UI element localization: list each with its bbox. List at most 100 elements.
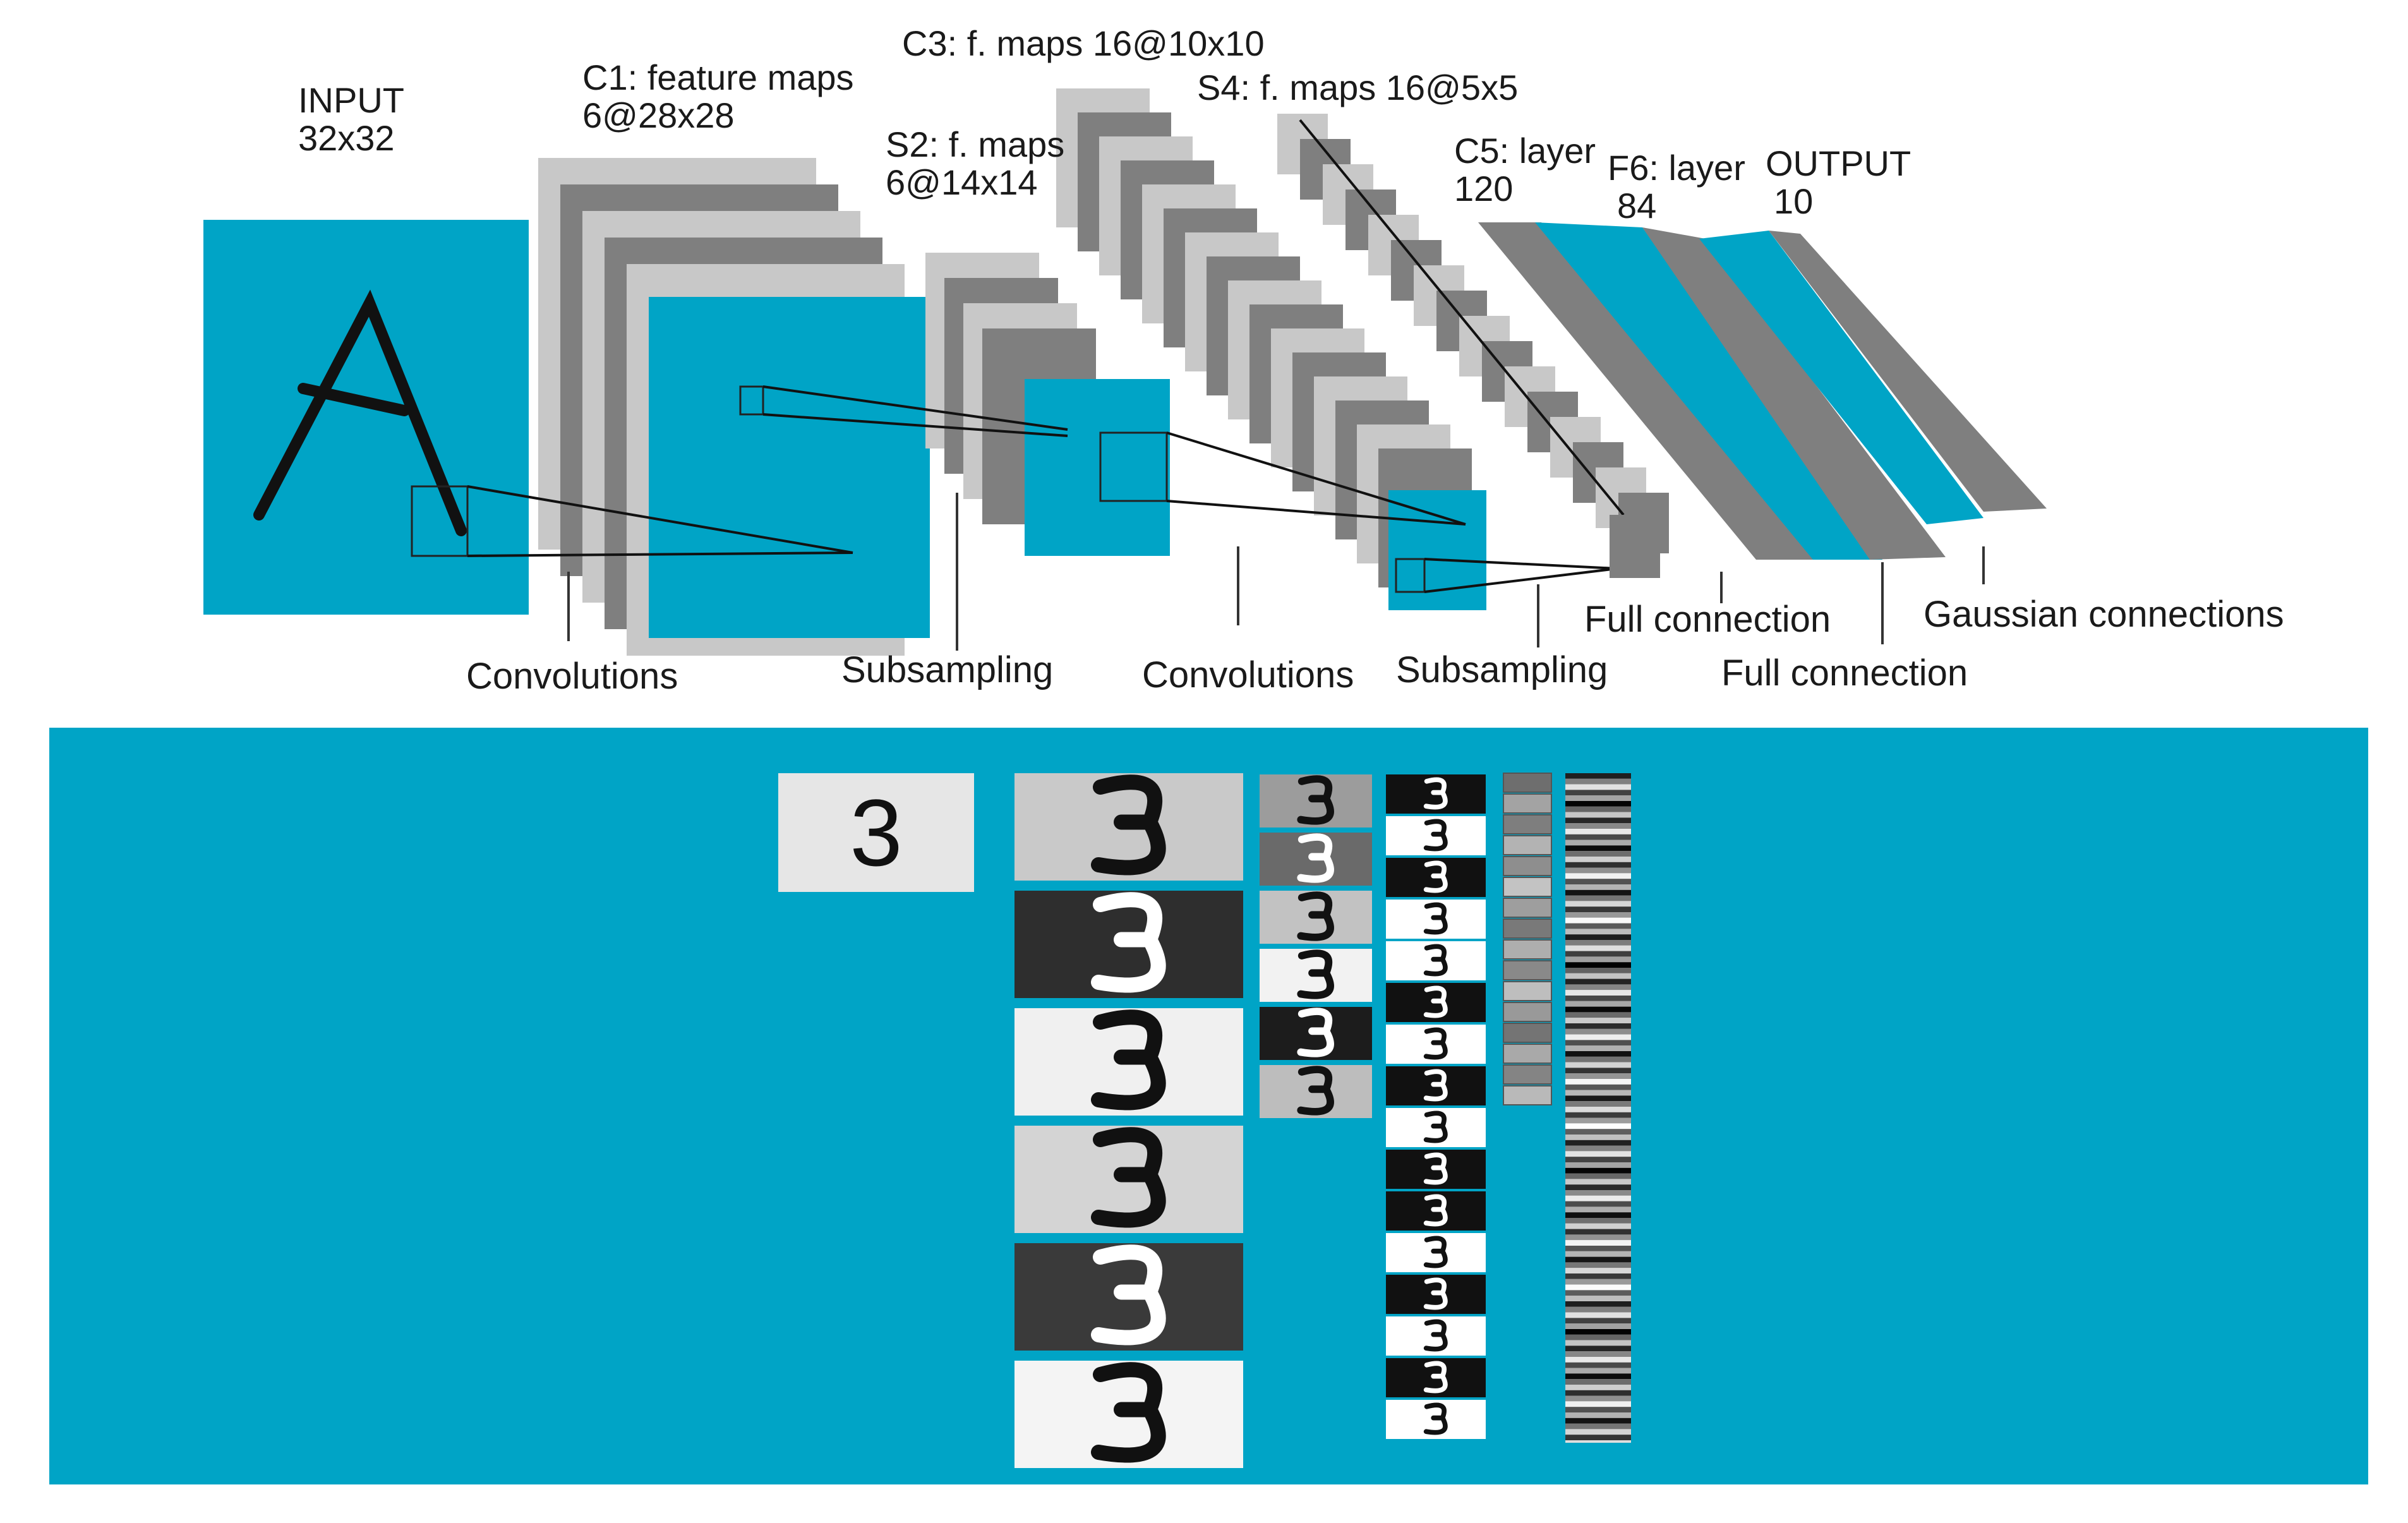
viz-c5-row [1565, 1323, 1631, 1329]
f6-label: F6: layer [1608, 148, 1745, 188]
viz-c5-row [1565, 889, 1631, 896]
digit-glyph [1091, 892, 1166, 993]
c1-size-label: 6@28x28 [582, 95, 735, 135]
viz-s4-tile [1503, 1044, 1552, 1064]
viz-c5-row [1565, 1229, 1631, 1235]
digit-glyph [1423, 1361, 1448, 1394]
op-subsampling-2: Subsampling [1396, 649, 1608, 690]
viz-c5-row [1565, 1418, 1631, 1424]
digit-glyph [1297, 949, 1334, 999]
viz-c5-row [1565, 906, 1631, 912]
input-size-label: 32x32 [298, 118, 395, 158]
viz-c5-row [1565, 1284, 1631, 1291]
layer-labels: INPUT 32x32 C1: feature maps 6@28x28 S2:… [298, 23, 1911, 226]
viz-c5-row [1565, 851, 1631, 857]
op-full-connection-2: Full connection [1721, 653, 1968, 694]
c3-receptive-field [1395, 558, 1426, 593]
f6-size-label: 84 [1617, 186, 1656, 226]
viz-c5-row [1565, 1395, 1631, 1402]
viz-s4-tile [1503, 981, 1552, 1001]
viz-c5-row [1565, 1079, 1631, 1085]
connection-lines [467, 119, 1625, 593]
c1-label: C1: feature maps [582, 57, 854, 97]
viz-c5-row [1565, 1435, 1631, 1440]
viz-s4-tile [1503, 939, 1552, 960]
viz-c5-row [1565, 773, 1631, 779]
viz-c5-row [1565, 1340, 1631, 1346]
op-convolutions-2: Convolutions [1142, 654, 1354, 695]
viz-c5-row [1565, 1345, 1631, 1352]
viz-c5-row [1565, 867, 1631, 874]
viz-c5-row [1565, 1140, 1631, 1146]
viz-c5-row [1565, 1290, 1631, 1296]
viz-s4-tile [1503, 960, 1552, 980]
digit-glyph [1423, 1402, 1448, 1435]
viz-c5-row [1565, 1023, 1631, 1029]
viz-c5-row [1565, 1218, 1631, 1224]
digit-glyph [1423, 819, 1448, 852]
c5-size-label: 120 [1454, 169, 1513, 208]
viz-c5-row [1565, 1195, 1631, 1201]
digit-glyph [1091, 774, 1166, 876]
viz-c5-row [1565, 1279, 1631, 1285]
viz-c5-row [1565, 1223, 1631, 1229]
viz-c5-row [1565, 1268, 1631, 1273]
viz-c5-row [1565, 1240, 1631, 1246]
viz-c5-row [1565, 1429, 1631, 1435]
input-glyph-a [253, 289, 467, 536]
viz-c5-row [1565, 1117, 1631, 1124]
viz-c5-row [1565, 973, 1631, 979]
viz-c5-row [1565, 1051, 1631, 1057]
viz-c5-row [1565, 845, 1631, 852]
viz-c5-row [1565, 1112, 1631, 1118]
digit-glyph [1423, 1069, 1448, 1102]
viz-c5-row [1565, 1207, 1631, 1213]
viz-s4-tile [1503, 1023, 1552, 1043]
digit-glyph [1423, 902, 1448, 935]
viz-c5-row [1565, 1162, 1631, 1168]
viz-c5-row [1565, 1018, 1631, 1023]
viz-c5-row [1565, 1251, 1631, 1257]
viz-s4-tile [1503, 773, 1552, 793]
viz-s4-tile [1503, 856, 1552, 876]
viz-c5-row [1565, 801, 1631, 807]
viz-s4-tile [1503, 814, 1552, 834]
viz-c5-row [1565, 1028, 1631, 1035]
digit-glyph [1423, 944, 1448, 977]
viz-c5-row [1565, 1318, 1631, 1324]
viz-c5-row [1565, 1357, 1631, 1363]
op-convolutions-1: Convolutions [466, 656, 678, 697]
viz-c5-row [1565, 1273, 1631, 1279]
digit-glyph [1091, 1244, 1166, 1345]
viz-c5-row [1565, 862, 1631, 868]
digit-glyph [1297, 1066, 1334, 1116]
digit-glyph [1297, 1008, 1334, 1057]
viz-input-tile [778, 773, 974, 892]
viz-c5-row [1565, 1234, 1631, 1241]
viz-s2-column [1260, 774, 1372, 1118]
viz-c5-row [1565, 840, 1631, 846]
operation-ticks [567, 493, 1985, 651]
digit-glyph [1091, 1127, 1166, 1228]
viz-c5-row [1565, 795, 1631, 801]
viz-input-digit: 3 [850, 780, 902, 886]
viz-c5-row [1565, 1179, 1631, 1185]
fc-bands [1478, 222, 2047, 560]
viz-c5-row [1565, 1368, 1631, 1374]
viz-c5-row [1565, 1412, 1631, 1418]
viz-c5-row [1565, 945, 1631, 951]
output-label: OUTPUT [1766, 143, 1911, 183]
op-gaussian-connections: Gaussian connections [1923, 594, 2284, 635]
viz-c5-row [1565, 1301, 1631, 1307]
viz-c5-row [1565, 790, 1631, 796]
viz-c5-row [1565, 1107, 1631, 1112]
viz-c5-row [1565, 806, 1631, 812]
digit-glyph [1423, 985, 1448, 1018]
viz-s4-tile [1503, 918, 1552, 939]
viz-c5-row [1565, 1012, 1631, 1018]
viz-c5-row [1565, 1256, 1631, 1263]
viz-c5-row [1565, 1312, 1631, 1318]
viz-s4-tile [1503, 1002, 1552, 1022]
viz-c5-row [1565, 1385, 1631, 1390]
